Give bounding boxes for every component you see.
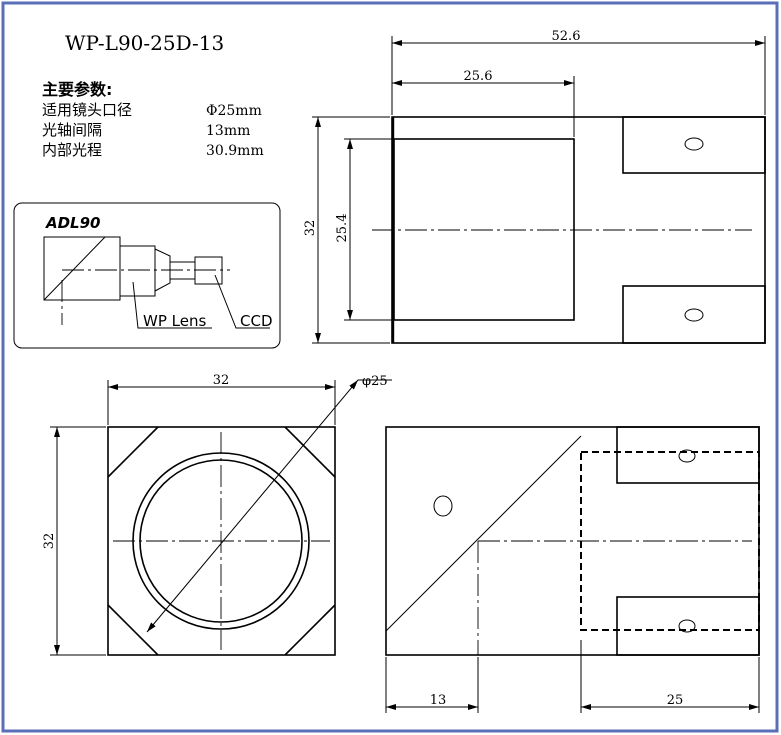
dim-total-width: 52.6 [552,29,581,44]
dim-side-right: 25 [667,693,684,708]
inset-lens-label: WP Lens [143,312,206,330]
dim-height: 32 [303,220,318,237]
param-value-axis-spacing: 13mm [206,123,250,139]
top-view: 52.6 25.6 32 25.4 [303,29,766,344]
dim-diameter: φ25 [362,374,388,389]
param-value-lens-diameter: Φ25mm [206,103,262,119]
param-value-optical-path: 30.9mm [206,143,264,159]
front-view: φ25 32 32 [42,373,392,656]
dim-front-width: 32 [213,373,230,388]
param-label-optical-path: 内部光程 [42,141,102,159]
dim-side-left: 13 [430,693,447,708]
parameters-heading: 主要参数: [42,80,112,99]
inset-title: ADL90 [45,214,101,232]
dim-inner-width: 25.6 [464,69,493,84]
param-label-axis-spacing: 光轴间隔 [42,121,102,139]
side-view: 13 25 [385,426,760,713]
part-number-title: WP-L90-25D-13 [65,31,224,55]
inset-ccd-label: CCD [240,312,273,330]
parameters-block: 主要参数: 适用镜头口径 Φ25mm 光轴间隔 13mm 内部光程 30.9mm [42,80,264,159]
inset-frame [13,202,281,349]
dim-inner-height: 25.4 [335,214,350,243]
dim-front-height: 32 [42,533,57,550]
param-label-lens-diameter: 适用镜头口径 [42,101,132,119]
adl90-inset: ADL90 WP Lens CCD [13,202,281,349]
